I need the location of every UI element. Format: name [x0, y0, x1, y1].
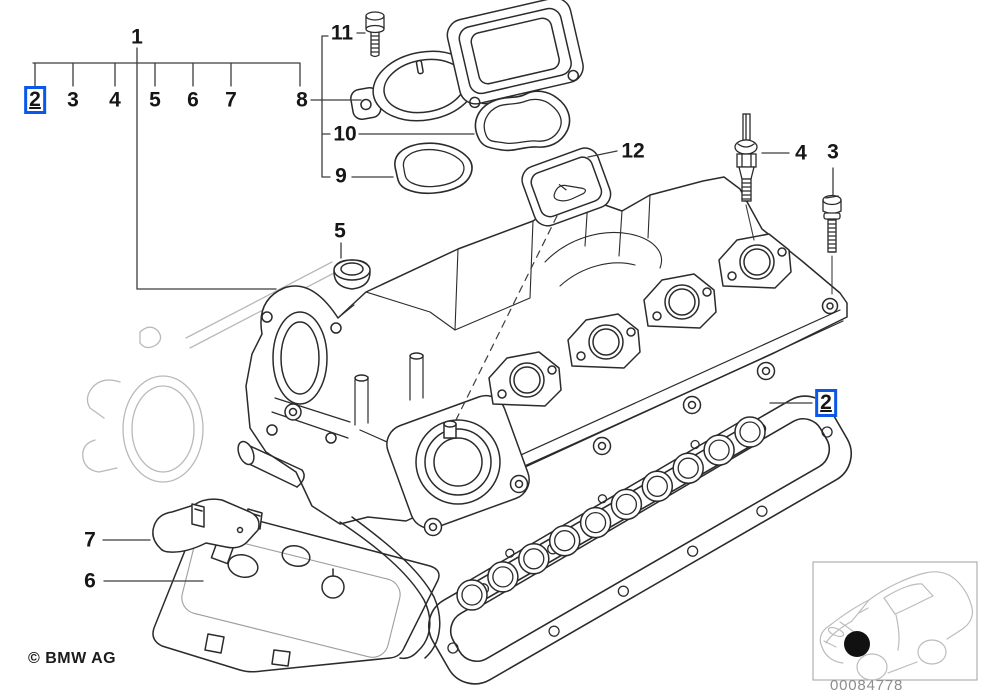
oil-filler-cap-drawing: [333, 259, 371, 290]
injector-port: [488, 233, 792, 407]
illustration-number: 00084778: [830, 677, 904, 694]
callout-4: 4: [109, 88, 121, 112]
car-thumbnail: [812, 561, 978, 681]
callout-3-screw: 3: [827, 140, 839, 164]
bolt-ear: [423, 297, 839, 537]
port-gasket-chain-drawing: [456, 416, 766, 611]
callout-12: 12: [621, 139, 645, 163]
callout-7-bracket: 7: [84, 528, 96, 552]
callout-6-cover: 6: [84, 569, 96, 593]
callout-6: 6: [187, 88, 199, 112]
throttle-body-background-drawing: [82, 261, 337, 483]
copyright-text: © BMW AG: [28, 650, 117, 667]
callout-10: 10: [333, 122, 357, 146]
maintenance-cover-plate-drawing: [521, 147, 612, 227]
callout-5-cap: 5: [334, 219, 346, 243]
callout-leader-lines: [32, 32, 834, 582]
callout-8: 8: [296, 88, 308, 112]
separator-gasket-lower-drawing: [394, 142, 473, 195]
cyclone-separator-cover-drawing: [446, 0, 584, 109]
callout-9: 9: [335, 164, 347, 188]
callout-4-glowplug: 4: [795, 141, 807, 165]
callout-7: 7: [225, 88, 237, 112]
callout-3: 3: [67, 88, 79, 112]
separator-gasket-upper-drawing: [474, 90, 571, 152]
cover-bracket-drawing: [152, 498, 260, 553]
callout-11: 11: [330, 21, 354, 45]
callout-2-link[interactable]: 2: [24, 86, 46, 114]
glow-plug-drawing: [734, 113, 758, 202]
callout-5: 5: [149, 88, 161, 112]
callout-1: 1: [131, 25, 143, 49]
screw-drawing-3: [822, 194, 842, 253]
screw-drawing-11: [365, 11, 385, 58]
installation-location-dot: [844, 631, 870, 657]
acoustic-cover-drawing: [152, 507, 440, 673]
cylinder-head-cover-drawing: [237, 176, 848, 660]
callout-2-gasket-link[interactable]: 2: [815, 389, 837, 417]
